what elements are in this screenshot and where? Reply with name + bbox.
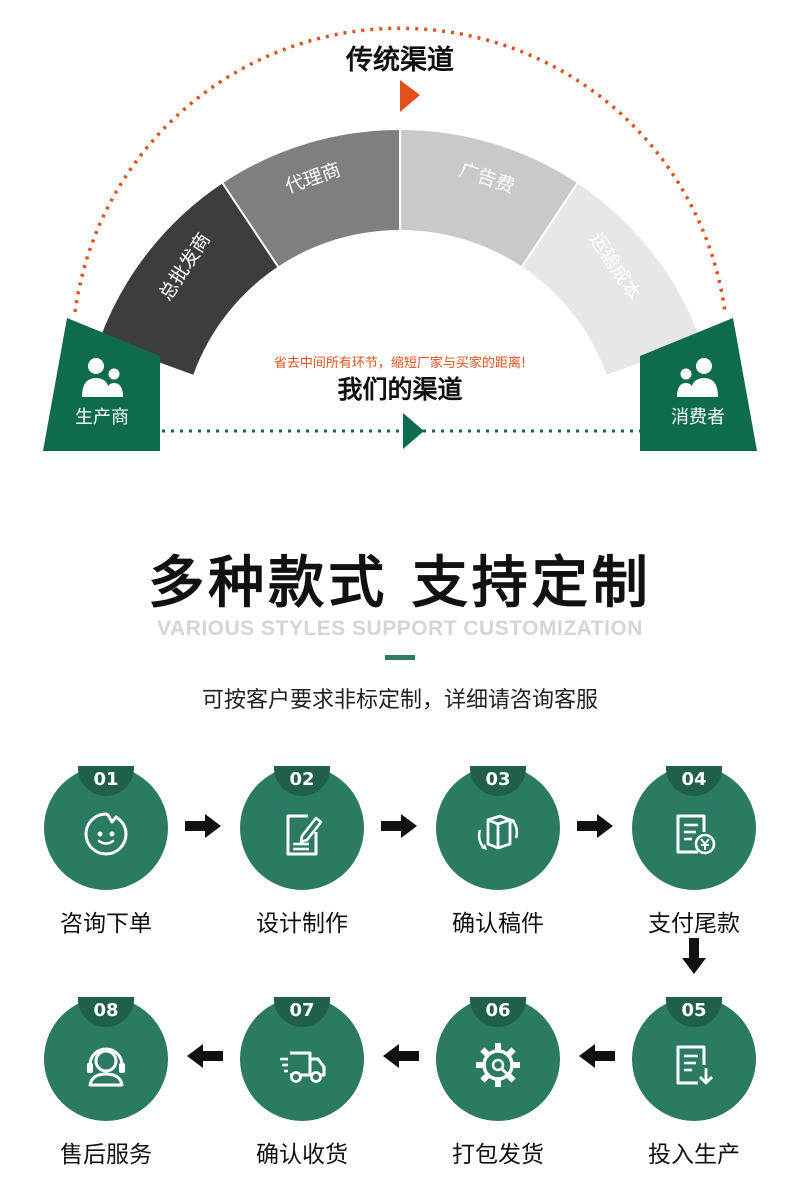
step-04: 04 支付尾款	[632, 766, 756, 938]
step-label: 投入生产	[648, 1142, 740, 1168]
step-07: 07 确认收货	[240, 997, 364, 1169]
step-number: 08	[78, 997, 134, 1027]
step-label: 确认收货	[256, 1142, 348, 1168]
step-number: 05	[666, 997, 722, 1027]
step-label: 确认稿件	[452, 911, 544, 937]
orange-arrow-icon	[400, 80, 420, 112]
step-02: 02 设计制作	[240, 766, 364, 938]
step-number: 04	[666, 766, 722, 796]
step-number: 02	[274, 766, 330, 796]
arrow-left-icon	[383, 1044, 419, 1068]
arrow-right-icon	[381, 814, 417, 838]
our-channel-title: 我们的渠道	[337, 375, 463, 404]
step-label: 售后服务	[60, 1142, 152, 1168]
producer-people-icon	[82, 358, 123, 397]
segment-transport	[522, 183, 701, 375]
step-circle: 03	[436, 766, 560, 890]
consumer-people-icon	[677, 358, 718, 397]
sub-title: VARIOUS STYLES SUPPORT CUSTOMIZATION	[157, 617, 643, 640]
step-number: 07	[274, 997, 330, 1027]
arrow-left-icon	[187, 1044, 223, 1068]
segment-wholesaler	[99, 183, 278, 375]
traditional-channel-title: 传统渠道	[346, 45, 454, 76]
arrow-left-icon	[579, 1044, 615, 1068]
3d-box-icon	[477, 814, 519, 850]
arrow-down-icon	[682, 938, 706, 974]
download-document-icon	[676, 1045, 713, 1085]
step-03: 03 确认稿件	[436, 766, 560, 938]
producer-label: 生产商	[75, 407, 129, 428]
step-circle: 02	[240, 766, 364, 890]
step-circle: 05	[632, 997, 756, 1121]
step-circle: 08	[44, 997, 168, 1121]
arrow-right-icon	[577, 814, 613, 838]
segment-advertising	[400, 129, 578, 267]
step-number: 03	[470, 766, 526, 796]
delivery-truck-icon	[280, 1051, 326, 1083]
customization-description: 可按客户要求非标定制，详细请咨询客服	[201, 688, 598, 713]
step-05: 05 投入生产	[632, 997, 756, 1169]
arrow-right-icon	[185, 814, 221, 838]
consumer-label: 消费者	[671, 407, 725, 428]
step-number: 06	[470, 997, 526, 1027]
step-label: 支付尾款	[648, 911, 740, 937]
step-label: 设计制作	[256, 911, 348, 937]
main-title: 多种款式 支持定制	[148, 551, 652, 616]
step-01: 01 咨询下单	[44, 766, 168, 938]
step-circle: 06	[436, 997, 560, 1121]
step-label: 咨询下单	[60, 911, 152, 937]
step-number: 01	[78, 766, 134, 796]
step-label: 打包发货	[452, 1142, 544, 1168]
channel-slogan: 省去中间所有环节，缩短厂家与买家的距离!	[273, 356, 527, 371]
segment-agent	[222, 129, 400, 267]
customer-service-icon	[87, 1047, 125, 1087]
green-arrow-icon	[403, 413, 424, 449]
step-circle: 01	[44, 766, 168, 890]
step-08: 08 售后服务	[44, 997, 168, 1169]
step-circle: 04	[632, 766, 756, 890]
gear-wrench-icon	[476, 1043, 520, 1087]
traditional-path-dotted	[73, 26, 727, 313]
step-circle: 07	[240, 997, 364, 1121]
chat-face-icon	[84, 812, 128, 856]
title-divider	[385, 655, 415, 660]
channel-arch-diagram: 总批发商 代理商 广告费 运输成本	[43, 26, 757, 451]
step-06: 06 打包发货	[436, 997, 560, 1169]
payment-document-icon	[676, 814, 716, 855]
edit-document-icon	[286, 814, 323, 856]
